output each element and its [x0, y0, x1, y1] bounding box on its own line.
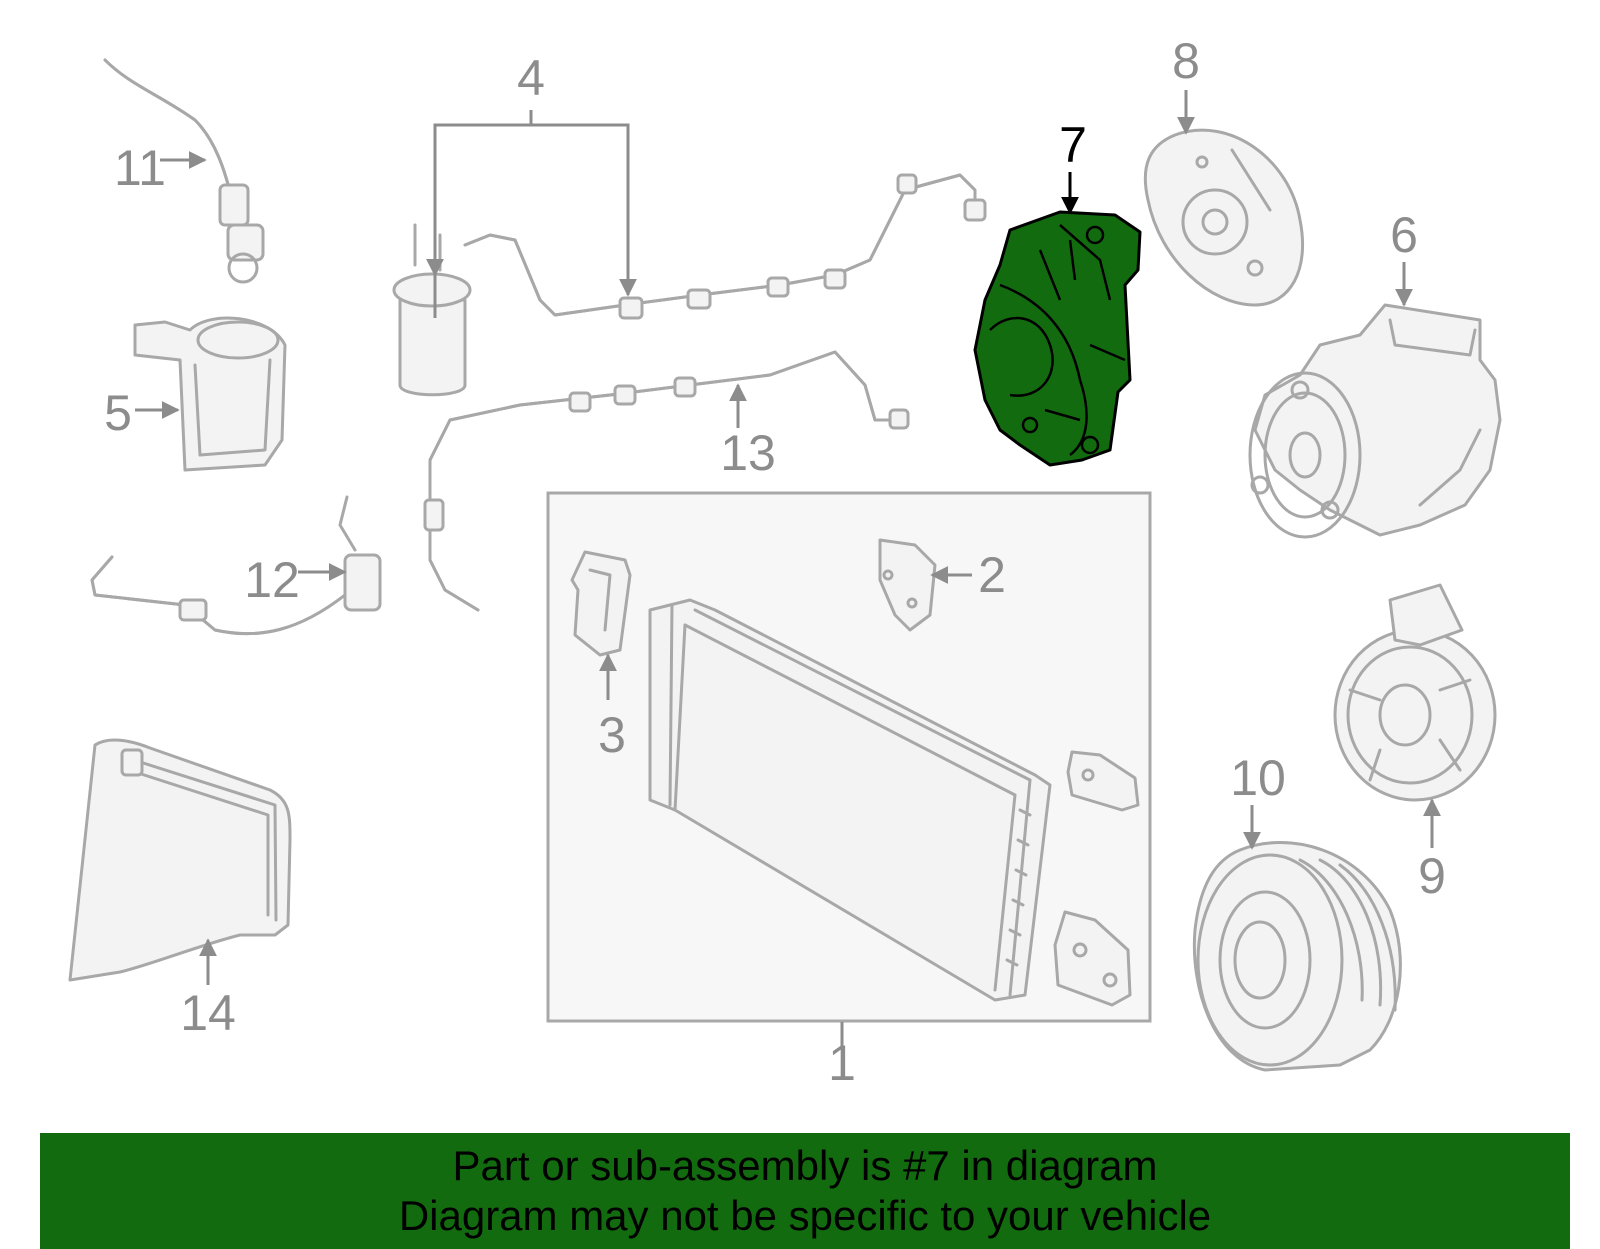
info-banner: Part or sub-assembly is #7 in diagram Di…	[40, 1133, 1570, 1249]
part-4-accumulator[interactable]	[392, 173, 987, 397]
banner-line-1: Part or sub-assembly is #7 in diagram	[452, 1142, 1158, 1189]
callout-4: 4	[517, 50, 545, 106]
part-5-evaporator-case[interactable]	[133, 316, 287, 472]
part-6-compressor[interactable]	[1248, 303, 1502, 539]
callout-3: 3	[598, 707, 626, 763]
condenser-mount-bracket-upper[interactable]	[1066, 750, 1140, 812]
callout-labels: 4 11 5 12 13 14 3 2 1 7 8 6 9 10	[104, 33, 1446, 1091]
part-3-bracket[interactable]	[570, 550, 632, 657]
callout-9: 9	[1418, 848, 1446, 904]
callout-10: 10	[1230, 750, 1286, 806]
part-12-hose[interactable]	[90, 495, 382, 636]
leader-lines	[135, 90, 1441, 1048]
callout-7: 7	[1059, 117, 1087, 173]
callout-13: 13	[720, 425, 776, 481]
part-10-clutch-pulley[interactable]	[1192, 841, 1402, 1072]
callout-12: 12	[244, 552, 300, 608]
callout-2: 2	[978, 547, 1006, 603]
callout-6: 6	[1390, 207, 1418, 263]
part-11-hose[interactable]	[103, 58, 265, 284]
part-9-field-coil[interactable]	[1333, 583, 1497, 802]
part-2-bracket[interactable]	[878, 538, 937, 632]
part-13-liquid-line[interactable]	[423, 350, 910, 612]
condenser-mount-bracket-lower[interactable]	[1053, 910, 1132, 1007]
condenser-fins	[1005, 808, 1032, 967]
banner-line-2: Diagram may not be specific to your vehi…	[398, 1192, 1212, 1239]
part-14-evaporator-core[interactable]	[68, 738, 292, 982]
part-1-condenser[interactable]	[648, 598, 1052, 1002]
callout-11: 11	[114, 140, 166, 196]
part-7-compressor-bracket-highlighted[interactable]	[973, 210, 1142, 467]
callout-5: 5	[104, 385, 132, 441]
callout-14: 14	[180, 985, 236, 1041]
callout-1: 1	[828, 1035, 856, 1091]
callout-8: 8	[1172, 33, 1200, 89]
part-8-clutch-plate[interactable]	[1143, 128, 1305, 307]
